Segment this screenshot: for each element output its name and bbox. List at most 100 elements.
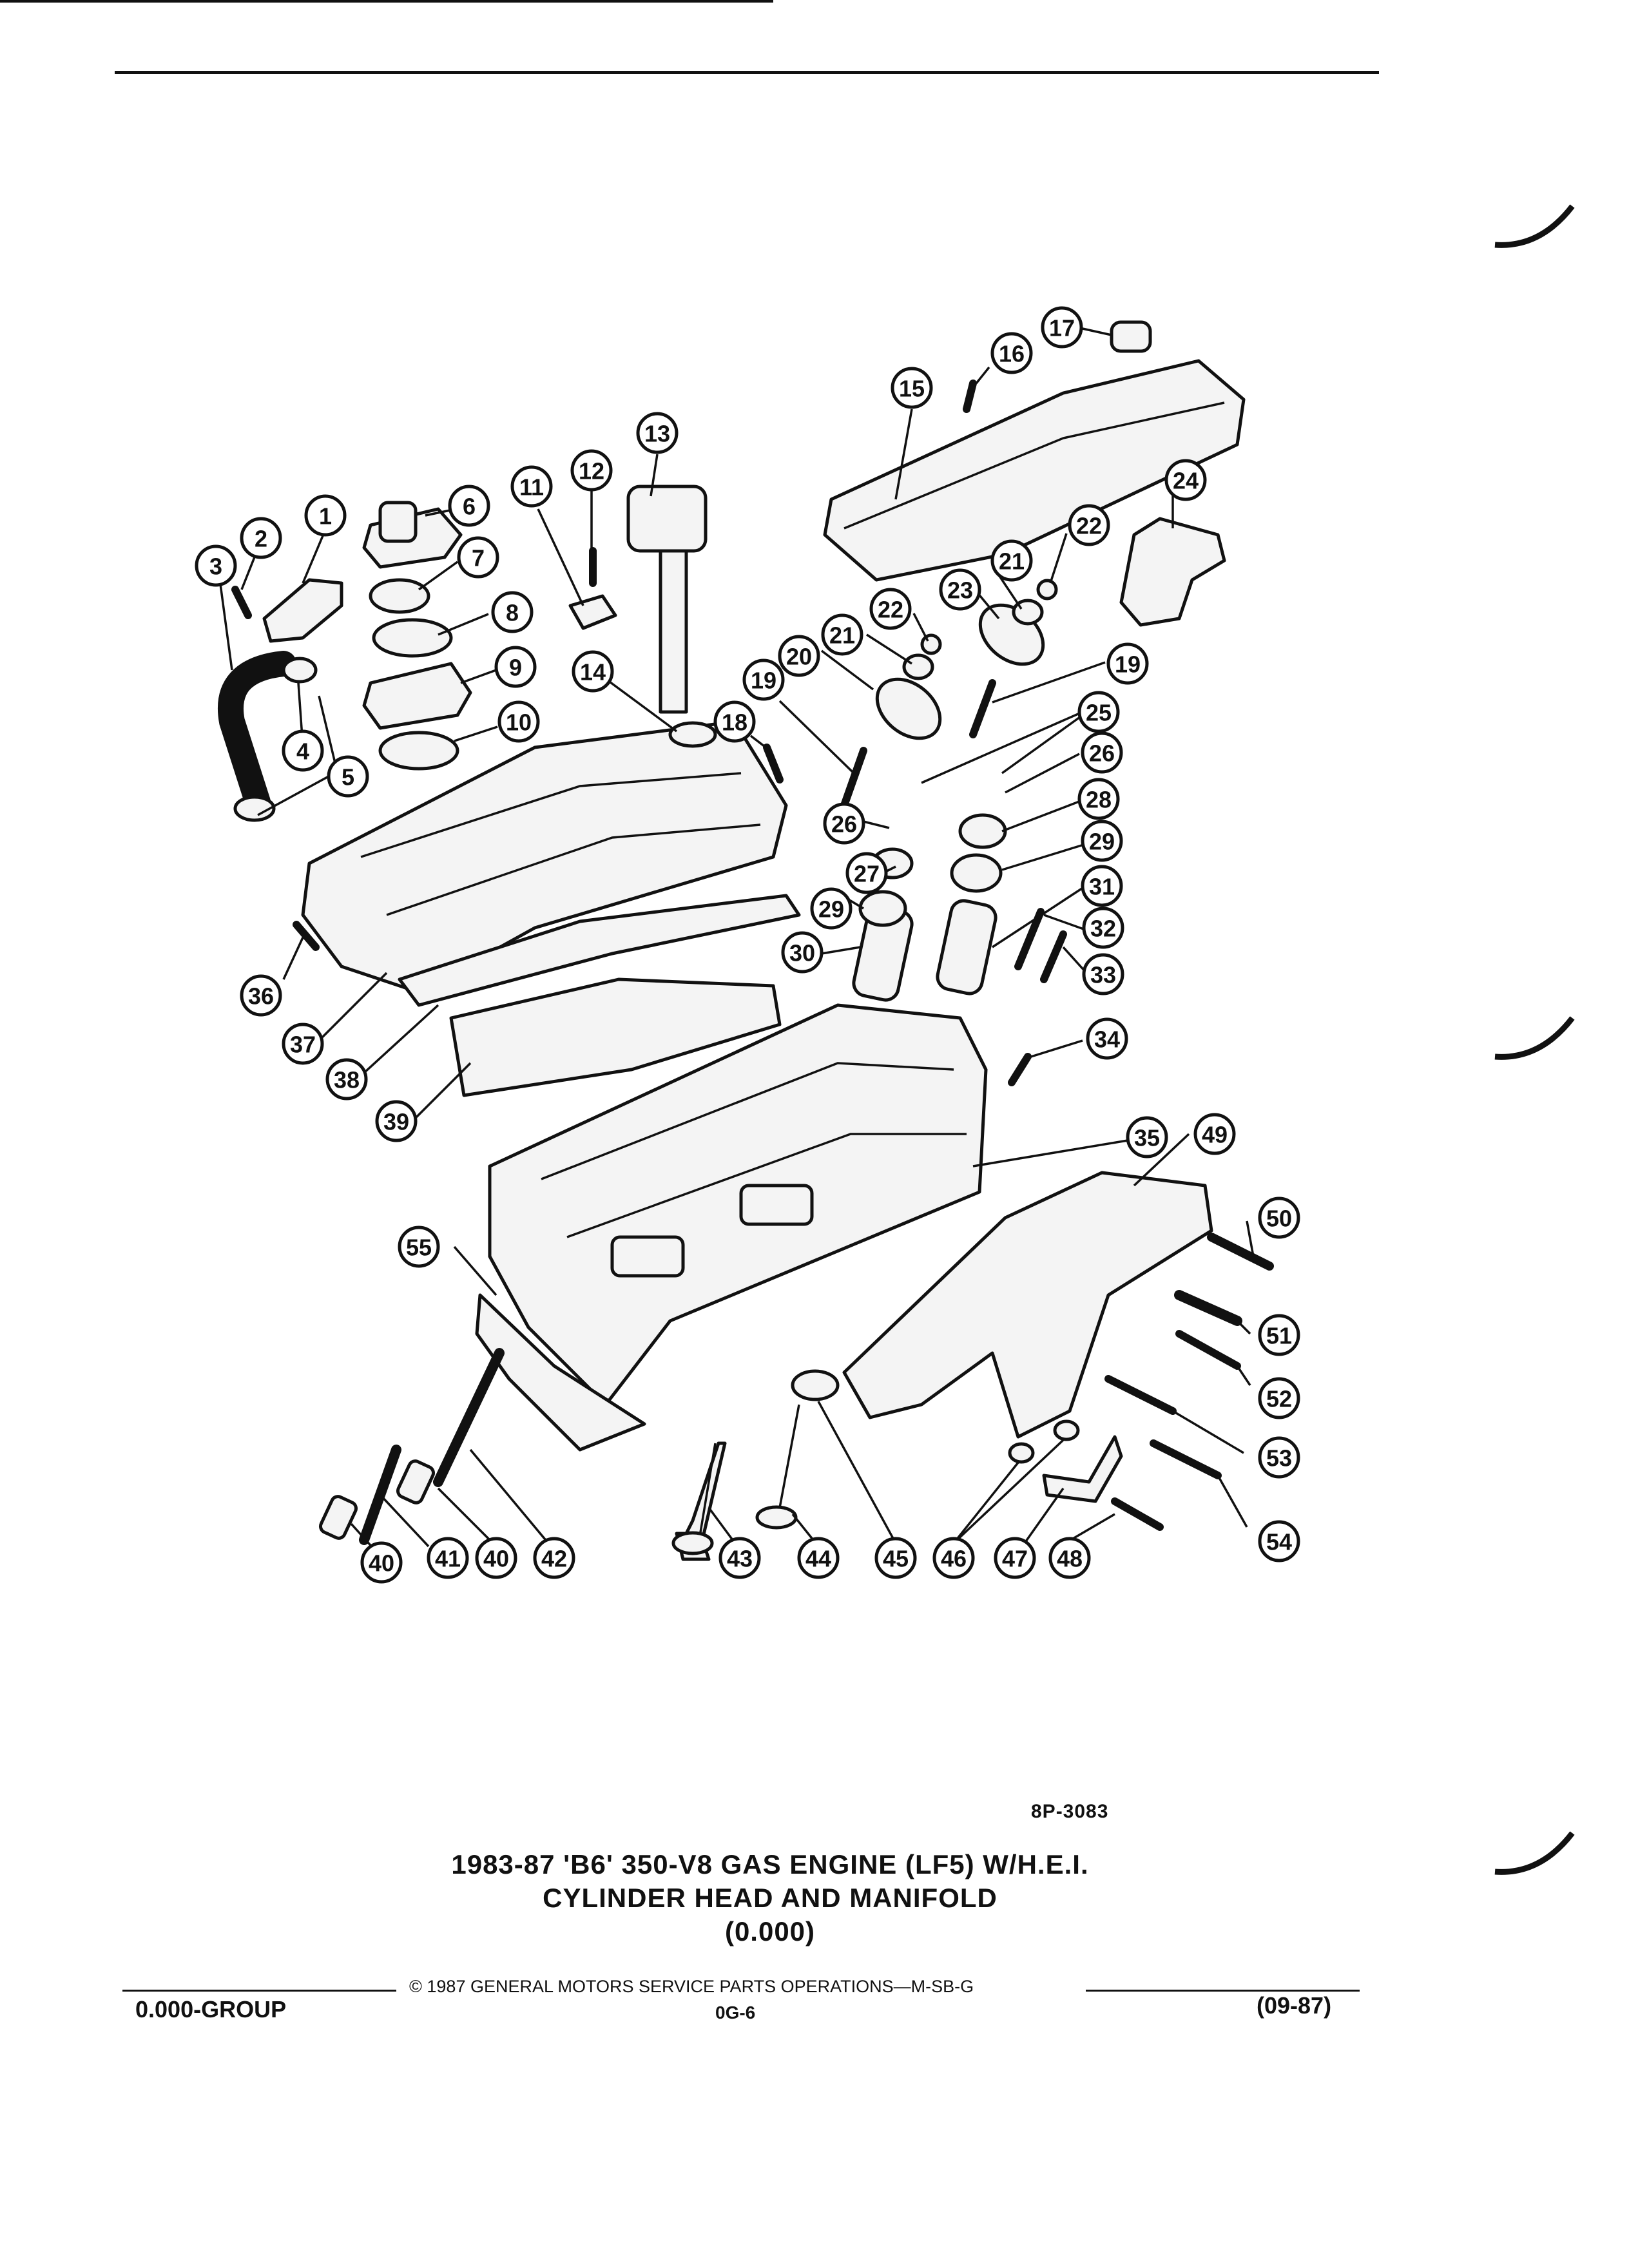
callout-29: 29 — [1081, 820, 1123, 862]
callout-22: 22 — [869, 588, 912, 630]
callout-circle — [325, 1058, 368, 1100]
callout-label: 26 — [1089, 740, 1115, 767]
distributor-body — [659, 549, 688, 714]
callout-27: 27 — [845, 852, 888, 894]
callout-43: 43 — [718, 1537, 761, 1579]
callout-26: 26 — [823, 802, 865, 845]
callout-17: 17 — [1041, 306, 1083, 349]
callout-label: 9 — [509, 655, 522, 681]
callout-label: 4 — [296, 738, 309, 765]
callout-label: 43 — [727, 1546, 753, 1572]
intake-gasket — [398, 894, 801, 1007]
callout-20: 20 — [778, 635, 820, 677]
callout-label: 17 — [1049, 315, 1075, 341]
callout-21: 21 — [990, 539, 1033, 582]
callout-circle — [327, 755, 369, 798]
callout-11: 11 — [510, 465, 553, 508]
bolt-53 — [1104, 1375, 1177, 1415]
callout-circle — [1082, 953, 1124, 995]
shield-29a — [950, 853, 1003, 893]
exhaust-manifold — [842, 1171, 1213, 1439]
callout-circle — [195, 544, 237, 587]
callout-25: 25 — [1077, 691, 1120, 733]
callout-circle — [713, 700, 756, 743]
callout-48: 48 — [1048, 1537, 1091, 1579]
callout-circle — [360, 1541, 403, 1584]
callout-circle — [1081, 865, 1123, 907]
callout-34: 34 — [1086, 1017, 1128, 1060]
callout-label: 16 — [999, 341, 1025, 367]
callout-40: 40 — [475, 1537, 517, 1579]
thermostat — [369, 578, 430, 614]
callout-group: 1234567891011121314151617181919202121222… — [195, 306, 1300, 1584]
callout-label: 19 — [1115, 651, 1141, 678]
callout-circle — [778, 635, 820, 677]
callout-23: 23 — [939, 568, 981, 611]
callout-circle — [457, 536, 499, 579]
callout-3: 3 — [195, 544, 237, 587]
callout-54: 54 — [1258, 1520, 1300, 1562]
callout-label: 36 — [248, 983, 274, 1010]
callout-label: 6 — [463, 494, 476, 520]
callout-21: 21 — [821, 613, 863, 656]
exhaust-port-left — [739, 1184, 814, 1226]
clamp-4 — [282, 657, 318, 684]
footer-copyright: © 1987 GENERAL MOTORS SERVICE PARTS OPER… — [409, 1977, 974, 1996]
nut-22a — [920, 633, 942, 655]
callout-circle — [494, 646, 537, 688]
callout-circle — [994, 1537, 1036, 1579]
callout-label: 39 — [383, 1109, 409, 1135]
clamp-5 — [233, 795, 276, 822]
footer-rule-left — [122, 1990, 396, 1992]
callout-26: 26 — [1081, 731, 1123, 774]
stud-19-left — [840, 747, 867, 809]
callout-label: 24 — [1173, 468, 1199, 494]
callout-label: 32 — [1090, 916, 1116, 942]
callout-8: 8 — [491, 591, 534, 633]
callout-6: 6 — [448, 485, 490, 527]
cylinder-head — [488, 1003, 988, 1407]
callout-18: 18 — [713, 700, 756, 743]
callout-label: 22 — [878, 597, 903, 623]
callout-circle — [1258, 1196, 1300, 1239]
callout-circle — [1258, 1436, 1300, 1479]
callout-label: 47 — [1002, 1546, 1028, 1572]
callout-circle — [1077, 778, 1120, 820]
valve-spring-2 — [936, 899, 998, 995]
callout-label: 55 — [406, 1235, 432, 1261]
callout-circle — [448, 485, 490, 527]
title-line-2: CYLINDER HEAD AND MANIFOLD — [543, 1883, 998, 1913]
callout-label: 52 — [1266, 1386, 1292, 1412]
callout-label: 29 — [1089, 829, 1115, 855]
callout-24: 24 — [1164, 459, 1207, 501]
callout-label: 3 — [209, 553, 222, 580]
callout-46: 46 — [932, 1537, 975, 1579]
valve-1-head — [671, 1531, 714, 1555]
footer-date: (09-87) — [1257, 1992, 1332, 2019]
callout-52: 52 — [1258, 1377, 1300, 1419]
callout-circle — [304, 494, 347, 537]
callout-label: 23 — [947, 577, 973, 604]
callout-label: 30 — [789, 940, 815, 966]
callout-label: 15 — [899, 376, 925, 402]
callout-label: 31 — [1089, 874, 1115, 900]
callout-label: 35 — [1134, 1125, 1160, 1151]
callout-circle — [742, 658, 785, 701]
callout-36: 36 — [240, 974, 282, 1017]
callout-circle — [869, 588, 912, 630]
bolt-48 — [1111, 1497, 1164, 1531]
callout-29: 29 — [810, 887, 853, 930]
callout-circle — [240, 974, 282, 1017]
callout-circle — [1106, 642, 1149, 685]
callout-label: 26 — [831, 811, 857, 838]
binder-marks — [1494, 204, 1575, 1875]
callout-label: 42 — [541, 1546, 567, 1572]
callout-label: 45 — [883, 1546, 909, 1572]
callout-15: 15 — [891, 367, 933, 409]
callout-circle — [636, 412, 679, 454]
callout-label: 11 — [519, 474, 544, 501]
valve-1 — [675, 1441, 727, 1561]
callout-label: 33 — [1090, 962, 1116, 988]
callout-label: 21 — [829, 622, 855, 649]
filler-cap — [1110, 320, 1152, 353]
